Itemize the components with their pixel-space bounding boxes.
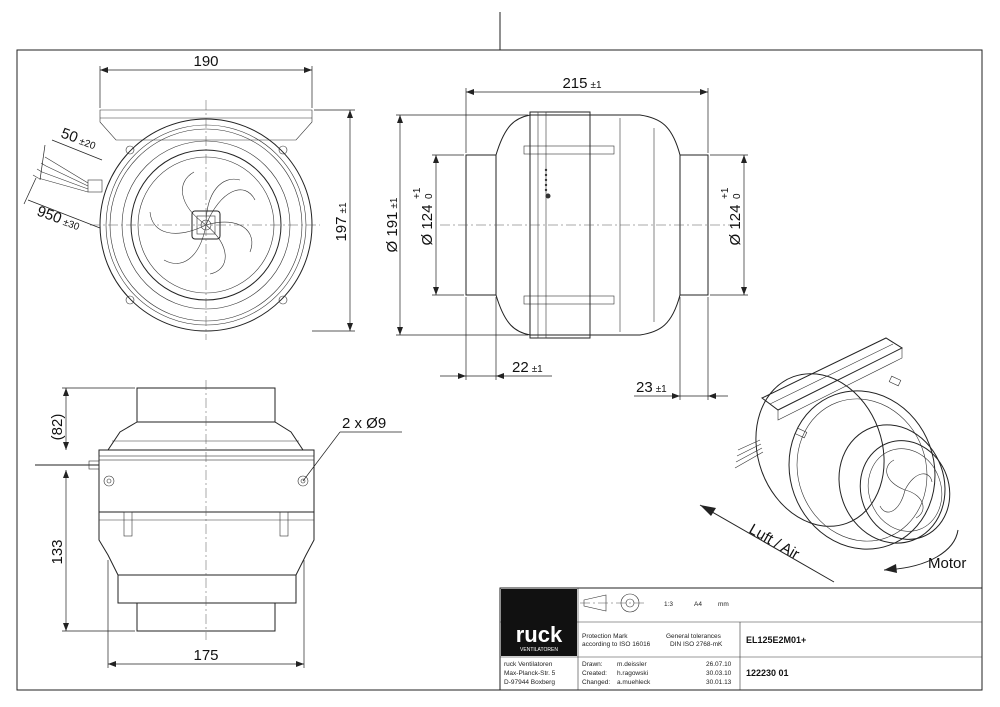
dim-outlet-tol-lower: 0 [732,193,743,199]
dim-bottom-lower-height: 133 [49,539,66,564]
projection-symbol-icon [580,593,645,613]
dim-outlet-collar: 23±1 [636,379,667,396]
bottom-view: (82) 133 175 2 x Ø9 [35,380,402,668]
drawing-number: 122230 01 [746,668,789,678]
dim-front-width: 190 [193,53,218,70]
scale: 1:3 [664,601,673,608]
unit: mm [718,601,729,608]
logo-subtext: VENTILATOREN [520,647,558,653]
part-name: EL125E2M01+ [746,635,806,645]
dim-inlet-tol-upper: +1 [412,187,423,199]
logo-text: ruck [516,622,563,647]
general-tol-1: General tolerances [666,633,722,640]
dim-cable-short: 50±20 [59,125,99,154]
dim-inlet-collar: 22±1 [512,359,543,376]
general-tol-2: DIN ISO 2768-mK [670,641,723,648]
motor-label: Motor [928,555,966,572]
company-line-1: ruck Ventilatoren [504,661,553,668]
title-block: ruck VENTILATOREN 1:3 A4 mm Protection M… [499,587,983,691]
dim-side-length: 215±1 [562,75,602,92]
company-line-2: Max-Planck-Str. 5 [504,670,556,677]
dim-bottom-top-height: (82) [49,414,66,441]
protection-mark-2: according to ISO 16016 [582,641,651,648]
drawn-label: Drawn: [582,661,603,668]
company-logo [501,589,577,656]
created-by: h.ragowski [617,670,648,677]
dim-outlet-diameter: Ø 124 [727,205,744,246]
drawn-date: 26.07.10 [706,661,732,668]
side-view: 215±1 Ø 191±1 Ø 124 +1 0 Ø 124 +1 0 [384,75,748,400]
dim-outlet-tol-upper: +1 [720,187,731,199]
changed-by: a.muehleck [617,679,651,686]
changed-label: Changed: [582,679,610,686]
dim-mounting-holes: 2 x Ø9 [342,415,386,432]
isometric-view: Luft / Air Motor [699,337,966,583]
created-label: Created: [582,670,607,677]
paper-size: A4 [694,601,702,608]
dim-inlet-diameter: Ø 124 [419,205,436,246]
created-date: 30.03.10 [706,670,732,677]
company-line-3: D-97944 Boxberg [504,679,555,686]
dim-bottom-width: 175 [193,647,218,664]
changed-date: 30.01.13 [706,679,732,686]
protection-mark-1: Protection Mark [582,633,628,640]
dim-inlet-tol-lower: 0 [424,193,435,199]
dim-front-height: 197±1 [333,202,350,242]
front-view: 190 197±1 50±20 950±30 [23,53,355,340]
dim-side-diameter: Ø 191±1 [384,197,401,252]
drawn-by: m.deissler [617,661,647,668]
airflow-label: Luft / Air [746,521,802,563]
